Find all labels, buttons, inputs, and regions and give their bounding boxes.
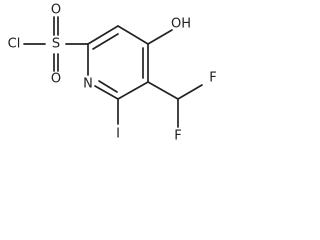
iodine-label: I (116, 126, 120, 142)
chlorine-label: Cl (7, 36, 21, 52)
bond-c2-n-inner (98, 80, 118, 93)
bond-c5-c4 (117, 25, 149, 45)
bond-c3-c2 (117, 81, 149, 100)
fluorine-bottom-label: F (174, 128, 182, 144)
bond-c6-c5-double (87, 25, 119, 45)
nitrogen-label: N (83, 76, 93, 92)
bond-c2-n-double (94, 85, 119, 100)
bond-c6-c5-inner (92, 33, 119, 50)
hydroxyl-label: OH (170, 16, 192, 32)
bond-chf2-f-right (177, 84, 203, 100)
sulfur-label: S (51, 36, 61, 52)
bond-layer (23, 16, 203, 128)
fluorine-right-label: F (209, 70, 217, 86)
oxygen-top-label: O (50, 2, 62, 18)
bond-c4-oh (147, 29, 173, 45)
structure-canvas: Cl S O O OH N I F F (7, 2, 217, 144)
bond-c3-chf2 (147, 81, 179, 100)
oxygen-bottom-label: O (50, 71, 62, 87)
